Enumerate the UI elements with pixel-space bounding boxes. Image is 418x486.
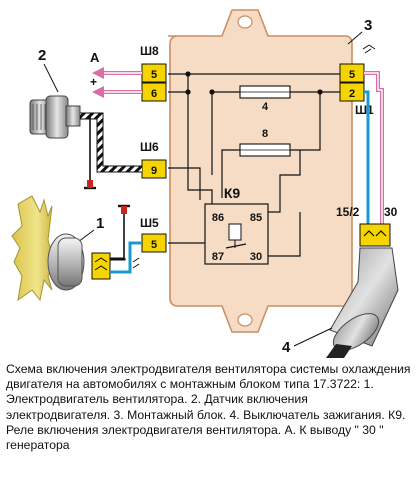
ground-terminals	[84, 116, 130, 258]
sh1-pin-2: 2	[349, 88, 355, 100]
mounting-block	[168, 9, 353, 333]
relay-pin-87: 87	[212, 251, 224, 263]
connector-sh8-label: Ш8	[140, 44, 159, 58]
connector-sh8: Ш8 5 6	[140, 44, 167, 102]
output-plus-sign: +	[90, 75, 97, 89]
junction-dots	[185, 71, 323, 95]
callout-3: 3	[364, 17, 372, 34]
sh8-pin-6: 6	[151, 88, 157, 100]
callout-4: 4	[282, 339, 291, 356]
fuse-4-label: 4	[262, 101, 269, 113]
output-a-arrows: А +	[90, 50, 142, 98]
fuse-4: 4	[239, 85, 291, 113]
output-a-label: А	[90, 50, 100, 65]
connector-sh5-label: Ш5	[140, 216, 159, 230]
switch-terminal-15-2: 15/2	[336, 205, 360, 219]
switch-terminal-30: 30	[384, 205, 398, 219]
sh1-pin-5: 5	[349, 69, 355, 81]
sh6-pin-9: 9	[151, 165, 157, 177]
connector-sh5: Ш5 5	[140, 216, 167, 253]
relay-pin-30: 30	[250, 251, 262, 263]
connector-sh6-label: Ш6	[140, 140, 159, 154]
fuse-8: 8	[239, 128, 291, 157]
figure-caption: Схема включения электродвигателя вентиля…	[6, 362, 411, 453]
motor-wires	[110, 241, 142, 274]
callout-1: 1	[96, 215, 104, 232]
relay-k9: К9 86 85 87 30	[204, 185, 269, 265]
callout-2: 2	[38, 47, 46, 64]
ignition-switch: 15/2 30 4	[282, 205, 399, 358]
relay-pin-85: 85	[250, 212, 262, 224]
connector-sh1-label: Ш1	[355, 103, 374, 117]
sh5-pin-5: 5	[151, 239, 157, 251]
fuse-8-label: 8	[262, 128, 268, 140]
connector-sh6: Ш6 9	[140, 140, 167, 179]
sh8-pin-5: 5	[151, 69, 157, 81]
relay-pin-86: 86	[212, 212, 224, 224]
temperature-sensor: 2	[29, 47, 81, 139]
wiring-diagram: 4 8 К9 86 85 87 30 Ш8 5 6 Ш6 9 Ш5 5 5	[11, 9, 399, 358]
fan-motor: 1	[11, 195, 104, 302]
motor-connector	[91, 252, 111, 280]
switch-wires	[362, 44, 384, 224]
relay-title: К9	[224, 185, 241, 201]
